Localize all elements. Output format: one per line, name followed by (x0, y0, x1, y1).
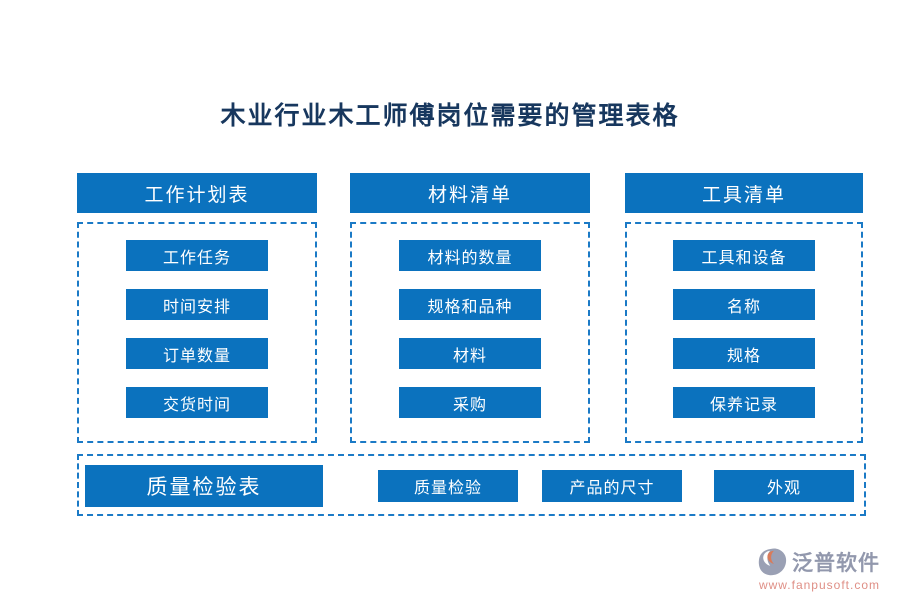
node-material[interactable]: 材料 (399, 338, 541, 369)
node-tools-equipment[interactable]: 工具和设备 (673, 240, 815, 271)
node-time-schedule[interactable]: 时间安排 (126, 289, 268, 320)
bottom-box-quality-inspection: 质量检验表 质量检验 产品的尺寸 外观 (77, 454, 866, 516)
column-header-tool-list[interactable]: 工具清单 (625, 173, 863, 213)
node-spec[interactable]: 规格 (673, 338, 815, 369)
node-work-task[interactable]: 工作任务 (126, 240, 268, 271)
node-maintenance-record[interactable]: 保养记录 (673, 387, 815, 418)
brand-name: 泛普软件 (792, 552, 880, 575)
column-header-material-list[interactable]: 材料清单 (350, 173, 590, 213)
fanpu-logo-icon (758, 547, 788, 577)
page-title: 木业行业木工师傅岗位需要的管理表格 (220, 103, 680, 130)
node-appearance[interactable]: 外观 (714, 470, 854, 502)
column-box-work-plan: 工作任务 时间安排 订单数量 交货时间 (77, 222, 317, 443)
footer-brand: 泛普软件 www.fanpusoft.com (758, 547, 880, 592)
node-material-quantity[interactable]: 材料的数量 (399, 240, 541, 271)
node-delivery-time[interactable]: 交货时间 (126, 387, 268, 418)
bottom-header-quality-inspection-table[interactable]: 质量检验表 (85, 465, 323, 507)
node-spec-and-variety[interactable]: 规格和品种 (399, 289, 541, 320)
column-box-tool-list: 工具和设备 名称 规格 保养记录 (625, 222, 863, 443)
node-procurement[interactable]: 采购 (399, 387, 541, 418)
column-header-work-plan[interactable]: 工作计划表 (77, 173, 317, 213)
column-box-material-list: 材料的数量 规格和品种 材料 采购 (350, 222, 590, 443)
node-quality-inspection[interactable]: 质量检验 (378, 470, 518, 502)
node-name[interactable]: 名称 (673, 289, 815, 320)
node-product-dimensions[interactable]: 产品的尺寸 (542, 470, 682, 502)
brand-url[interactable]: www.fanpusoft.com (758, 578, 880, 592)
node-order-quantity[interactable]: 订单数量 (126, 338, 268, 369)
